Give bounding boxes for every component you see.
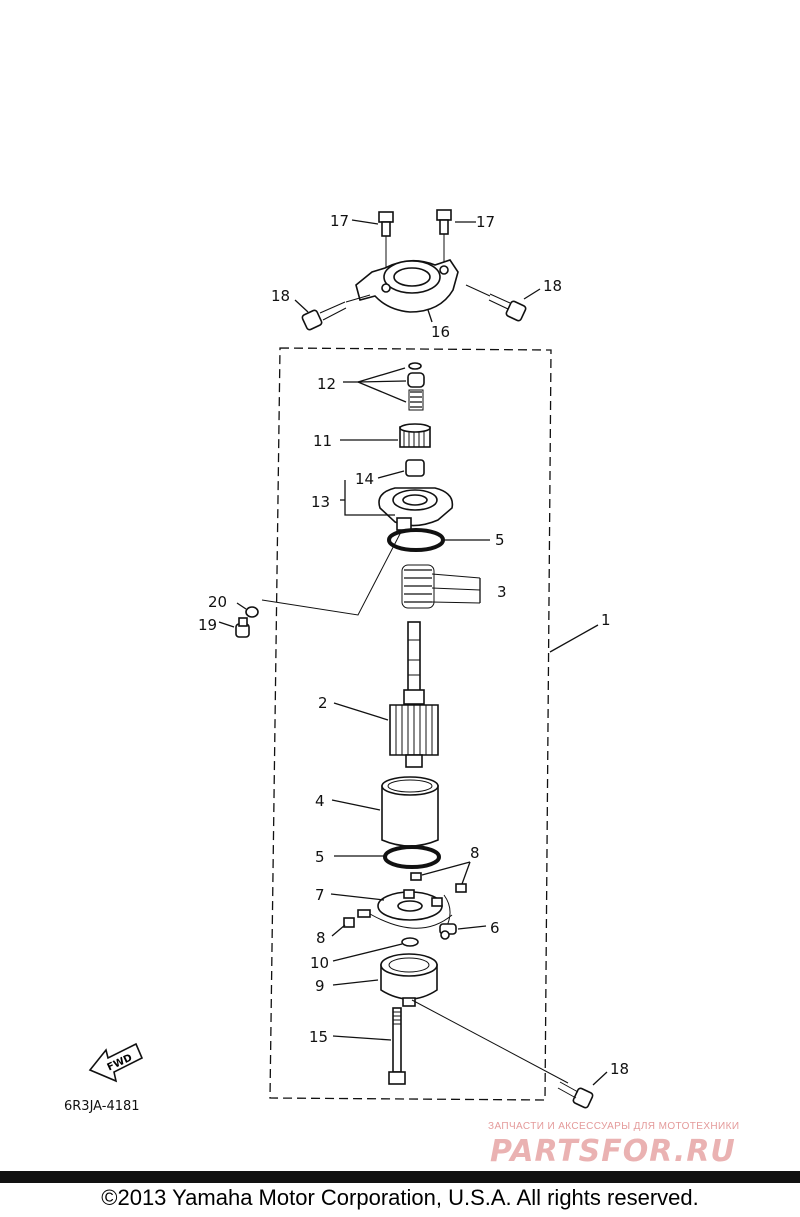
upper-bracket-16 [355,259,459,313]
copyright-notice: ©2013 Yamaha Motor Corporation, U.S.A. A… [101,1185,699,1210]
callout-18-upper-right: 18 [543,277,562,295]
brush-8-lower [343,917,355,928]
callout-10: 10 [310,954,329,972]
callout-1: 1 [601,611,611,629]
bolt-17-right [436,209,452,235]
assembly-boundary [269,347,552,1101]
callout-4: 4 [315,792,325,810]
callout-20: 20 [208,593,227,611]
callout-9: 9 [315,977,325,995]
callout-17-left: 17 [330,212,349,230]
washer-20 [245,606,259,618]
pinion-gear-11 [399,423,431,448]
fwd-arrow-icon [88,1042,144,1083]
bolt-17-left [378,211,394,237]
callout-5-upper: 5 [495,531,505,549]
callout-18-lower: 18 [610,1060,629,1078]
callout-2: 2 [318,694,328,712]
callout-labels: 17 17 18 18 16 12 11 14 13 5 3 20 19 1 2… [106,212,629,1078]
front-housing-13 [378,487,454,531]
bolt-18-lower [557,1081,594,1109]
screw-19 [235,617,250,638]
callout-17-right: 17 [476,213,495,231]
watermark-tagline: ЗАПЧАСТИ И АКСЕССУАРЫ ДЛЯ МОТОТЕХНИКИ [488,1121,740,1132]
callout-6: 6 [490,919,500,937]
callout-8-lower: 8 [316,929,326,947]
diagram-code: 6R3JA-4181 [64,1099,140,1114]
callout-7: 7 [315,886,325,904]
yoke-4 [381,776,439,847]
watermark-logo: PARTSFOR.RU [490,1134,736,1169]
brush-holder-7 [357,889,453,929]
through-bolt-15 [388,1007,406,1085]
callout-14: 14 [355,470,374,488]
callout-13: 13 [311,493,330,511]
callout-8-upper: 8 [470,844,480,862]
callout-11: 11 [313,432,332,450]
armature-2 [389,621,439,768]
footer-divider [0,1171,800,1183]
callout-3: 3 [497,583,507,601]
callout-18-upper-left: 18 [271,287,290,305]
callout-19: 19 [198,616,217,634]
callout-15: 15 [309,1028,328,1046]
bushing-14 [405,459,425,477]
end-cover-9 [380,953,438,1007]
o-ring-5-lower [383,845,441,869]
brushes-8-upper [410,872,467,893]
terminal-6 [439,923,457,940]
callout-16: 16 [431,323,450,341]
callout-12: 12 [317,375,336,393]
washer-10 [401,937,419,947]
callout-5-lower: 5 [315,848,325,866]
bolt-18-upper-right [488,293,527,322]
bolt-18-upper-left [301,301,347,331]
springs-3 [401,564,481,609]
spring-set-12 [407,362,425,411]
